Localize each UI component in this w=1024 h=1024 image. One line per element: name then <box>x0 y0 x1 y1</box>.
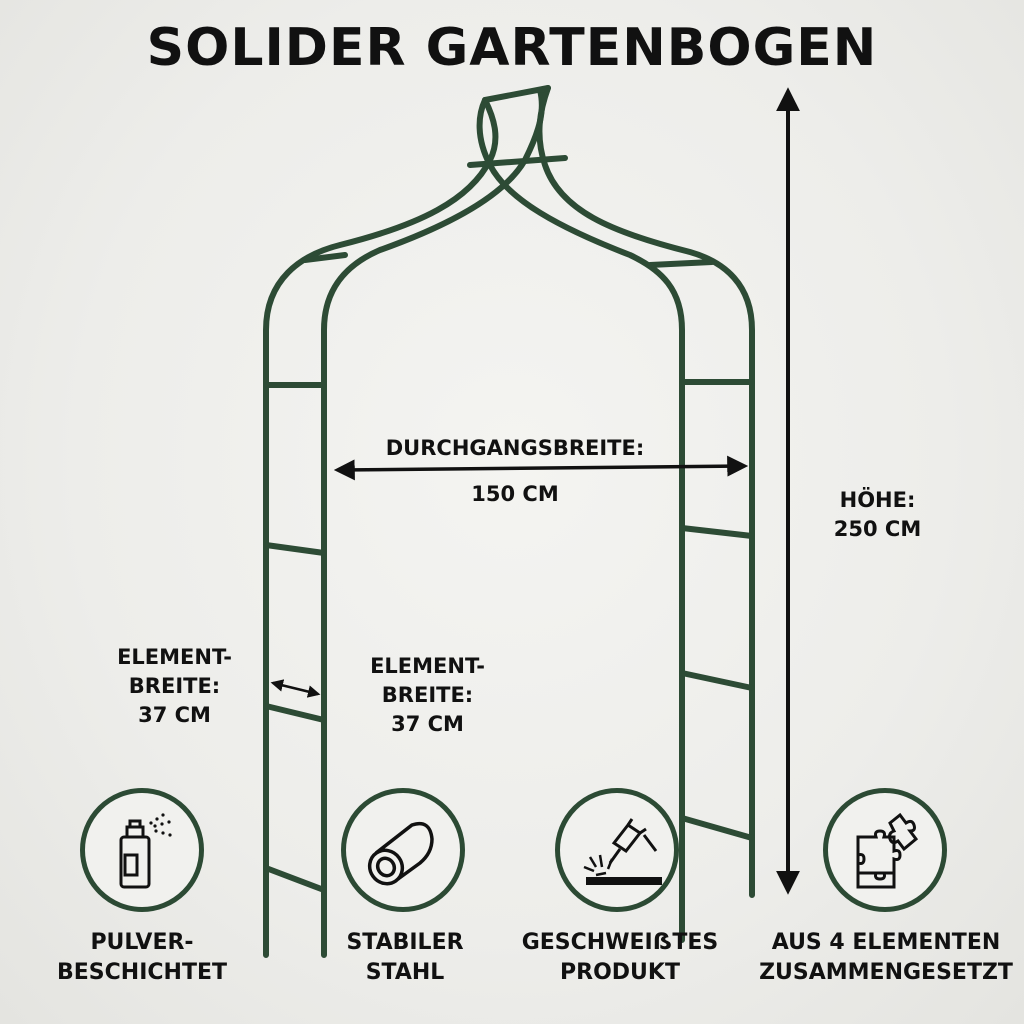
welding-badge <box>555 788 679 912</box>
arch-frame <box>263 85 755 958</box>
feature-2-line2: STAHL <box>365 960 445 985</box>
feature-3-line1: GESCHWEIẞTES <box>521 930 719 955</box>
spray-can-icon <box>119 813 172 889</box>
puzzle-badge <box>823 788 947 912</box>
element-width-arrow <box>270 679 321 698</box>
passage-width-title: DURCHGANGSBREITE: <box>385 436 645 460</box>
feature-powder-coated: PULVER- BESCHICHTET <box>42 928 242 988</box>
element-width-left-line2: BREITE: <box>128 674 221 698</box>
spray-can-badge <box>80 788 204 912</box>
height-label: HÖHE: 250 CM <box>815 486 940 544</box>
feature-4-line1: AUS 4 ELEMENTEN <box>771 930 1001 955</box>
element-width-label-left: ELEMENT- BREITE: 37 CM <box>92 643 257 730</box>
element-width-left-value: 37 CM <box>138 703 211 727</box>
passage-width-number: 150 CM <box>471 482 559 506</box>
feature-3-line2: PRODUKT <box>560 960 680 985</box>
passage-width-value: 150 CM <box>415 480 615 509</box>
welding-torch-icon <box>583 818 662 885</box>
element-width-right-line2: BREITE: <box>381 683 474 707</box>
feature-4-line2: ZUSAMMENGESETZT <box>759 960 1013 985</box>
passage-width-arrow <box>333 455 749 481</box>
feature-welded-product: GESCHWEIẞTES PRODUKT <box>505 928 735 988</box>
steel-pipe-badge <box>341 788 465 912</box>
feature-1-line2: BESCHICHTET <box>57 960 227 985</box>
element-width-label-right: ELEMENT- BREITE: 37 CM <box>345 652 510 739</box>
height-title: HÖHE: <box>839 488 916 512</box>
feature-2-line1: STABILER <box>346 930 464 955</box>
element-width-right-value: 37 CM <box>391 712 464 736</box>
element-width-right-line1: ELEMENT- <box>370 654 485 678</box>
passage-width-label: DURCHGANGSBREITE: <box>340 434 690 463</box>
feature-1-line1: PULVER- <box>90 930 194 955</box>
feature-stable-steel: STABILER STAHL <box>315 928 495 988</box>
feature-four-elements: AUS 4 ELEMENTEN ZUSAMMENGESETZT <box>748 928 1024 988</box>
puzzle-pieces-icon <box>856 812 919 889</box>
element-width-left-line1: ELEMENT- <box>117 645 232 669</box>
height-value: 250 CM <box>833 517 922 541</box>
steel-pipe-icon <box>367 821 434 886</box>
page-title: SOLIDER GARTENBOGEN <box>146 18 878 78</box>
